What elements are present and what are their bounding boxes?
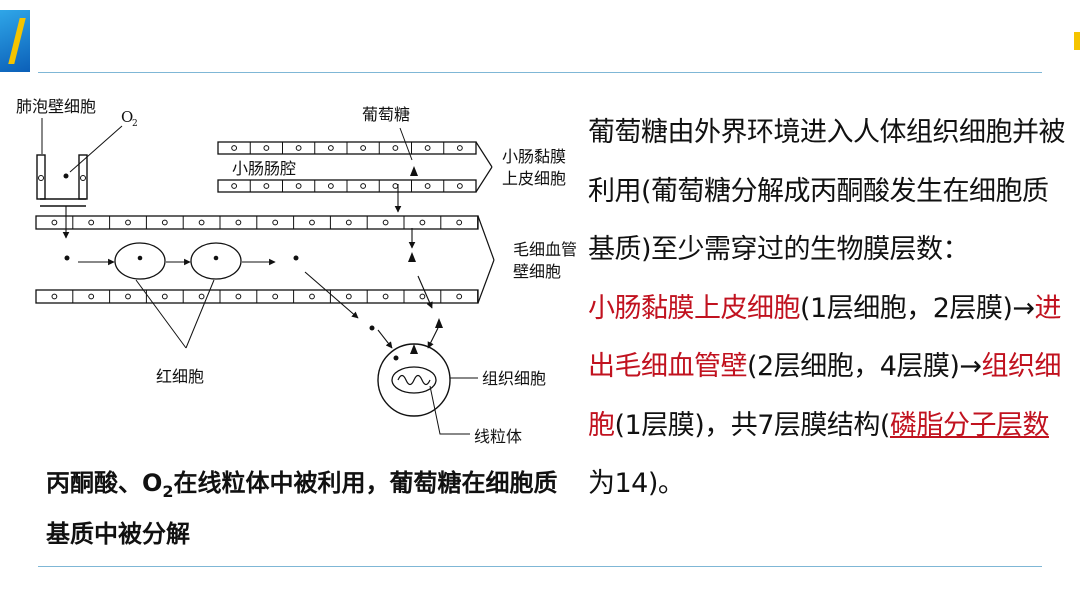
cell-nucleus xyxy=(327,145,334,151)
cell-nucleus xyxy=(263,183,270,189)
highlight-intestinal-epithelium: 小肠黏膜上皮细胞 xyxy=(588,292,801,324)
o2-molecule xyxy=(63,173,69,179)
cell-nucleus xyxy=(161,219,168,226)
cell-nucleus xyxy=(272,219,279,226)
cell-nucleus xyxy=(382,219,389,226)
cell-nucleus xyxy=(345,219,352,226)
diagram-caption: 丙酮酸、O2在线粒体中被利用，葡萄糖在细胞质基质中被分解 xyxy=(46,462,566,555)
cell-nucleus xyxy=(125,219,131,226)
cell-nucleus xyxy=(51,293,58,300)
cell-nucleus xyxy=(161,293,168,300)
top-divider xyxy=(38,72,1042,73)
mitochondrion-shape xyxy=(391,366,437,394)
explanation-text: 葡萄糖由外界环境进入人体组织细胞并被利用(葡萄糖分解成丙酮酸发生在细胞质基质)至… xyxy=(588,104,1074,514)
glucose-molecule xyxy=(410,166,418,176)
o2-in-plasma xyxy=(64,255,70,261)
cell-nucleus xyxy=(309,293,315,300)
red-blood-cells xyxy=(114,242,242,280)
label-capillary-2: 壁细胞 xyxy=(513,262,561,281)
cell-nucleus xyxy=(360,183,367,189)
cell-nucleus xyxy=(382,293,389,300)
highlight-tissue-cell: 组织细胞 xyxy=(588,351,1062,441)
step1-detail: (1层细胞，2层膜)→ xyxy=(800,292,1035,324)
label-glucose: 葡萄糖 xyxy=(362,105,410,124)
label-mucosa-1: 小肠黏膜 xyxy=(502,147,566,166)
cell-nucleus xyxy=(424,183,431,189)
cell-nucleus xyxy=(235,293,242,300)
cell-nucleus xyxy=(235,219,242,226)
cell-nucleus xyxy=(198,293,205,300)
cell-nucleus xyxy=(309,219,315,226)
label-o2: O xyxy=(121,108,133,126)
cell-nucleus xyxy=(88,293,95,300)
label-o2-sub: 2 xyxy=(132,119,138,129)
label-mitochondrion: 线粒体 xyxy=(474,427,522,446)
label-rbc: 红细胞 xyxy=(156,367,204,386)
cell-nucleus xyxy=(263,145,270,151)
capillary-wall xyxy=(35,215,495,304)
explanation-intro: 葡萄糖由外界环境进入人体组织细胞并被利用(葡萄糖分解成丙酮酸发生在细胞质基质)至… xyxy=(588,117,1066,265)
cell-nucleus xyxy=(456,183,463,189)
label-alveolar-cell: 肺泡壁细胞 xyxy=(16,97,96,116)
highlight-capillary-wall: 进出毛细血管壁 xyxy=(588,292,1062,383)
cell-nucleus xyxy=(424,145,431,151)
cell-nucleus xyxy=(360,145,367,151)
cell-nucleus xyxy=(198,219,205,226)
cell-nucleus xyxy=(272,293,279,300)
explanation-ending: 为14)。 xyxy=(588,468,685,499)
label-mucosa-2: 上皮细胞 xyxy=(502,169,566,188)
cell-nucleus xyxy=(419,219,426,226)
caption-subscript: 2 xyxy=(162,481,174,501)
caption-part-2: 在线粒体中被利用，葡萄糖在细胞质基质中被分解 xyxy=(46,469,558,548)
label-capillary-1: 毛细血管 xyxy=(513,240,577,259)
intestinal-epithelium xyxy=(217,141,493,193)
label-intestinal-lumen: 小肠肠腔 xyxy=(232,159,296,178)
cell-nucleus xyxy=(231,183,238,189)
highlight-phospholipid-layers: 磷脂分子层数 xyxy=(889,409,1050,441)
corner-decoration-left xyxy=(0,10,30,72)
cell-nucleus xyxy=(295,183,302,189)
membrane-transport-diagram: 肺泡壁细胞 O 2 小肠肠腔 小肠黏膜 上皮细胞 葡萄糖 毛细血管 壁细胞 xyxy=(16,97,577,446)
step2-detail: (2层细胞，4层膜)→ xyxy=(747,351,982,382)
corner-decoration-right xyxy=(1074,32,1080,50)
cell-nucleus xyxy=(231,145,238,151)
bottom-divider xyxy=(38,566,1042,567)
cell-nucleus xyxy=(392,183,399,189)
cell-nucleus xyxy=(392,145,399,151)
corner-accent-slash xyxy=(8,18,26,64)
cell-nucleus xyxy=(456,219,463,226)
step3-detail: (1层膜)，共7层膜结构( xyxy=(614,409,891,441)
cell-nucleus xyxy=(88,219,95,226)
o2-in-plasma-2 xyxy=(293,255,299,261)
caption-part-1: 丙酮酸、O xyxy=(46,469,163,497)
cell-nucleus xyxy=(456,145,463,151)
cell-nucleus xyxy=(51,219,58,226)
alveolar-wall-cell xyxy=(36,154,88,207)
cell-nucleus xyxy=(419,293,426,300)
label-tissue-cell: 组织细胞 xyxy=(482,369,546,388)
transport-arrows xyxy=(62,184,439,349)
cell-nucleus xyxy=(456,293,463,300)
cell-nucleus xyxy=(295,145,302,151)
cell-nucleus xyxy=(327,183,334,189)
cell-nucleus xyxy=(345,293,352,300)
cell-nucleus xyxy=(125,293,131,300)
tissue-cell xyxy=(377,343,451,417)
